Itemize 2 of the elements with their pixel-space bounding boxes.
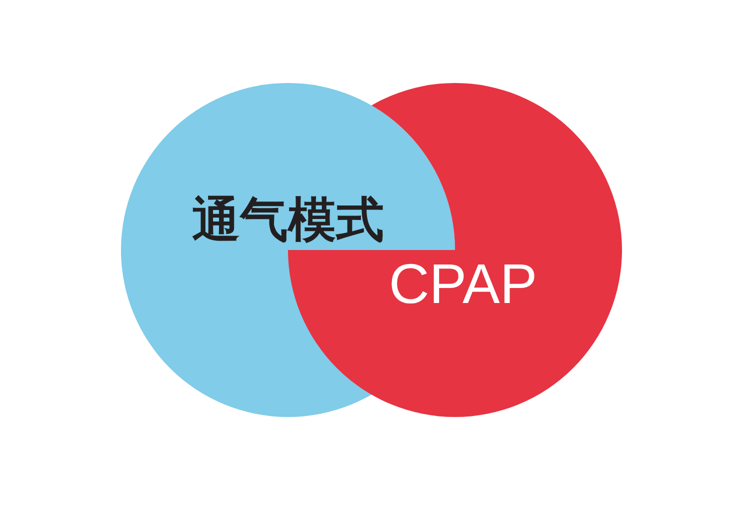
circle-label: CPAP (388, 256, 538, 312)
circle-label: 通气模式 (192, 196, 384, 244)
